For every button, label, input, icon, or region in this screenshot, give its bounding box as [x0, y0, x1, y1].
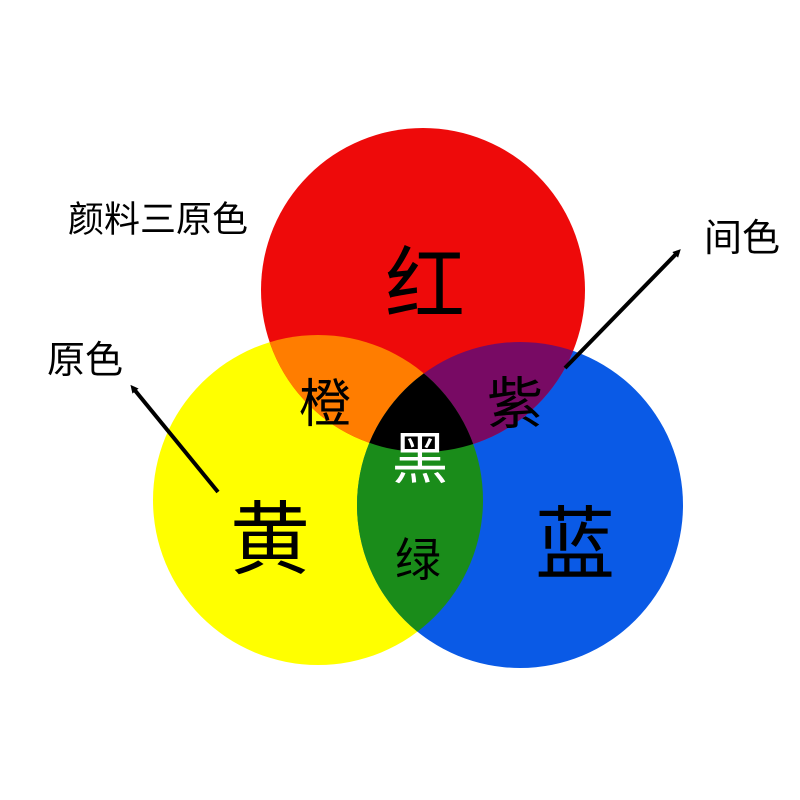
yellow-label: 黄	[230, 494, 310, 587]
primary-annotation: 原色	[47, 338, 123, 382]
green-label: 绿	[395, 533, 441, 587]
red-label: 红	[385, 239, 465, 332]
secondary-arrow	[563, 249, 681, 370]
blue-label: 蓝	[535, 499, 615, 592]
secondary-annotation: 间色	[704, 216, 780, 260]
black-overlap	[357, 342, 483, 452]
purple-label: 紫	[487, 373, 543, 438]
primary-arrow	[130, 384, 220, 494]
diagram-title: 颜料三原色	[68, 200, 248, 241]
orange-label: 橙	[299, 375, 351, 435]
black-label: 黑	[392, 428, 448, 493]
